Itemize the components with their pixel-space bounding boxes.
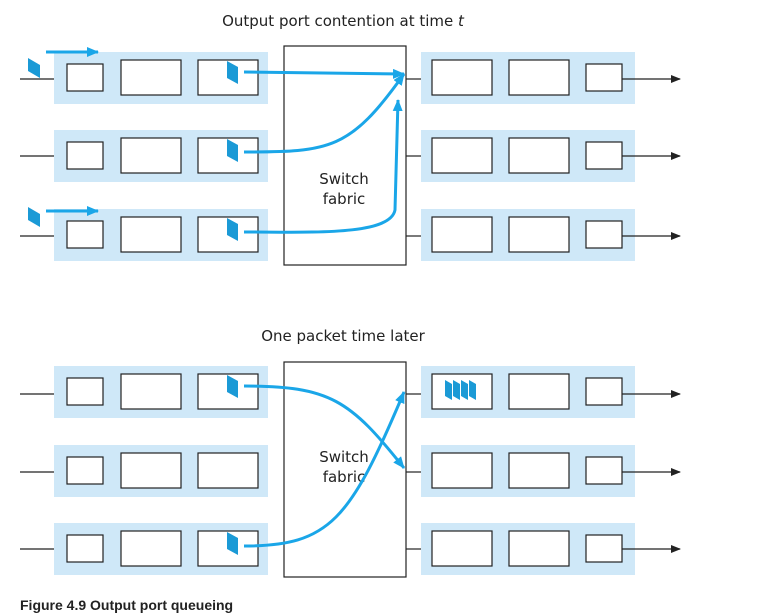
fabric-path-arrow [243,391,406,548]
bottom-panel-title: One packet time later [261,327,425,345]
bottom-input-port-2 [20,445,268,497]
top-output-port-1 [406,52,681,104]
bottom-fabric-label-line2: fabric [323,468,366,486]
top-switch-fabric: Switch fabric [283,45,407,266]
bottom-switch-fabric: Switch fabric [283,361,407,578]
queued-packets-icon [445,380,476,400]
packet-icon [227,218,238,241]
incoming-packet-icon [28,207,40,227]
bottom-input-port-1 [20,366,268,418]
fabric-path-arrow [243,68,405,79]
bottom-output-port-1 [406,366,681,418]
fabric-path-arrow [243,384,406,469]
packet-icon [227,375,238,398]
fabric-path-arrow [243,99,403,234]
bottom-fabric-label-line1: Switch [319,448,369,466]
bottom-output-port-2 [406,445,681,497]
bottom-input-port-3 [20,523,268,575]
top-output-port-3 [406,209,681,261]
top-panel-title: Output port contention at time t [222,12,465,30]
top-input-port-3 [20,209,268,261]
top-input-port-1 [20,52,268,104]
top-output-port-2 [406,130,681,182]
incoming-packet-icon [28,58,40,78]
top-fabric-label-line2: fabric [323,190,366,208]
figure-caption: Figure 4.9 Output port queueing [20,597,234,613]
packet-icon [227,532,238,555]
top-input-port-2 [20,130,268,182]
packet-icon [227,139,238,162]
packet-icon [227,61,238,84]
top-fabric-label-line1: Switch [319,170,369,188]
bottom-output-port-3 [406,523,681,575]
fabric-path-arrow [243,73,406,154]
